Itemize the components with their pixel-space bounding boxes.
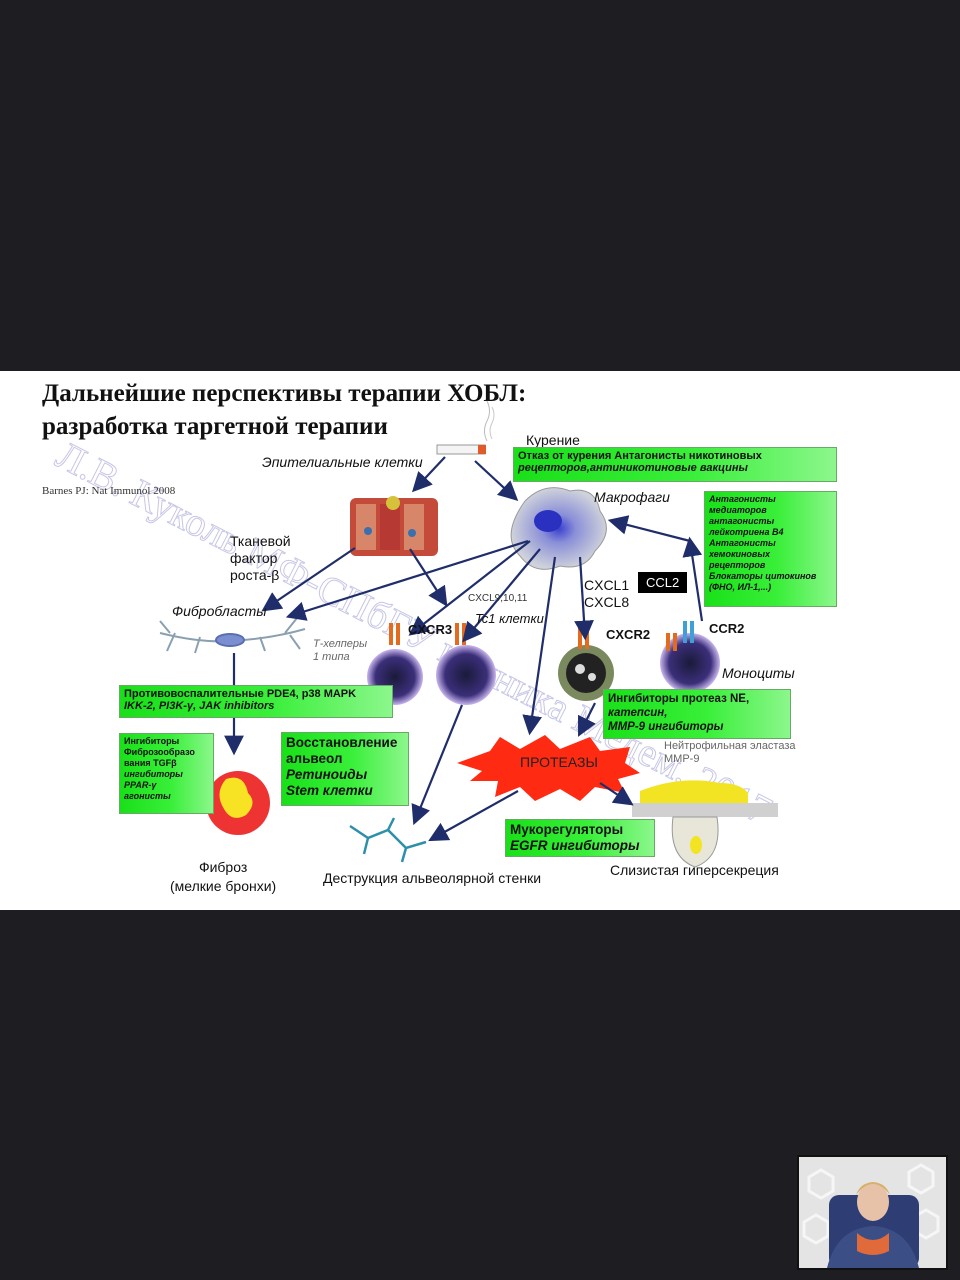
- box-mediator-antagonists: Антагонисты медиаторов антагонисты лейко…: [704, 491, 837, 607]
- fibroblast-illustration: [159, 617, 306, 654]
- label-macrophages: Макрофаги: [594, 489, 670, 505]
- label-epithelial-cells: Эпителиальные клетки: [262, 454, 423, 470]
- citation: Barnes PJ: Nat Immunol 2008: [42, 485, 176, 497]
- title-line-2: разработка таргетной терапии: [42, 413, 388, 440]
- box-mucoregulators: Мукорегуляторы EGFR ингибиторы: [505, 819, 655, 857]
- box-smoking-cessation: Отказ от курения Антагонисты никотиновых…: [513, 447, 837, 482]
- presenter-video-thumbnail-icon: [799, 1157, 946, 1268]
- label-ccl2: CCL2: [638, 572, 688, 593]
- box-protease-inhibitors: Ингибиторы протеаз NE, катепсин, MMP-9 и…: [603, 689, 791, 739]
- cigarette-icon: [436, 400, 495, 455]
- protease-burst: [457, 735, 640, 801]
- label-tgf-beta: Тканевой фактор роста-β: [230, 533, 291, 583]
- title-line-1: Дальнейшие перспективы терапии ХОБЛ:: [42, 380, 527, 407]
- label-monocytes: Моноциты: [722, 665, 795, 681]
- monocyte-cell: [660, 621, 720, 693]
- label-fibroblasts: Фибробласты: [172, 603, 267, 619]
- macrophage-illustration: [510, 487, 607, 570]
- epithelial-cells-illustration: [350, 496, 438, 556]
- fibrosis-illustration: [206, 771, 270, 835]
- box-fibrosis-inhibitors: Ингибиторы Фиброзообразо вания TGFβ инги…: [119, 733, 214, 814]
- label-fibrosis: Фиброз (мелкие бронхи): [170, 859, 277, 894]
- label-proteases: ПРОТЕАЗЫ: [520, 754, 598, 770]
- presenter-video-pip[interactable]: [797, 1155, 948, 1270]
- label-ccr2: CCR2: [709, 621, 745, 636]
- label-t-helpers: Т-хелперы 1 типа: [313, 638, 368, 663]
- slide-title: Дальнейшие перспективы терапии ХОБЛ: раз…: [42, 377, 526, 443]
- label-cxcl: CXCL1 CXCL8: [584, 577, 630, 610]
- box-alveoli-restoration: Восстановление альвеол Ретиноиды Stem кл…: [281, 732, 409, 806]
- box-anti-inflammatory: Противовоспалительные PDE4, p38 MAPK IKK…: [119, 685, 393, 718]
- label-protease-types: Нейтрофильная эластаза MMP-9: [664, 740, 796, 765]
- mucus-gland-illustration: [632, 780, 778, 868]
- pathway-diagram: [159, 400, 778, 868]
- label-alveolar-destruction: Деструкция альвеолярной стенки: [323, 870, 542, 886]
- slide: Л.В. Куколь МФ-СПбГУ клиника Медем, 2017…: [0, 371, 960, 910]
- label-smoking: Курение: [526, 432, 580, 448]
- label-tc1: Tc1 клетки: [475, 611, 544, 626]
- alveolar-wall-illustration: [349, 817, 427, 863]
- label-cxcr2: CXCR2: [606, 627, 651, 642]
- label-cxcr3: CXCR3: [408, 622, 453, 637]
- label-mucus: Слизистая гиперсекреция: [610, 862, 779, 878]
- label-cxcl9: CXCL9,10,11: [468, 593, 528, 604]
